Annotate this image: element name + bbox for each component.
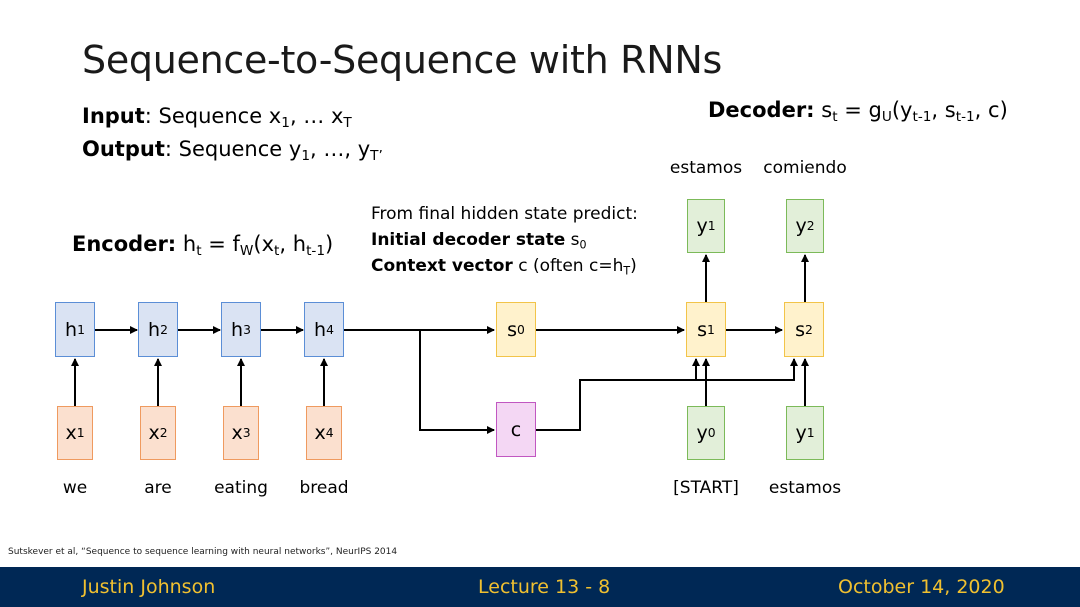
arrow-h4-c	[419, 330, 495, 434]
slide-title: Sequence-to-Sequence with RNNs	[82, 38, 722, 82]
context-vector-c: c	[496, 402, 536, 457]
prediction-note-line3: Context vector c (often c=hT)	[371, 256, 637, 278]
input-word-2: are	[144, 478, 172, 498]
decoder-output-word-2: comiendo	[763, 158, 847, 178]
decoder-output-word-1: estamos	[669, 158, 743, 178]
footer-date: October 14, 2020	[838, 576, 1005, 598]
arrow-c-s1	[536, 358, 700, 431]
input-description: Input: Sequence x1, … xT	[82, 104, 352, 132]
decoder-input-word-2: estamos	[768, 478, 842, 498]
input-word-4: bread	[299, 478, 349, 498]
encoder-formula: Encoder: ht = fW(xt, ht-1)	[72, 232, 334, 260]
footer-bar: Justin Johnson Lecture 13 - 8 October 14…	[0, 567, 1080, 607]
prediction-note: From final hidden state predict: Initial…	[371, 201, 638, 279]
output-description: Output: Sequence y1, …, yT’	[82, 137, 383, 165]
footer-lecture: Lecture 13 - 8	[478, 576, 611, 598]
citation: Sutskever et al, “Sequence to sequence l…	[8, 547, 398, 557]
input-word-1: we	[62, 478, 88, 498]
decoder-input-word-1: [START]	[673, 478, 739, 498]
prediction-note-line1: From final hidden state predict:	[371, 204, 638, 224]
arrow-c-s2	[696, 358, 798, 381]
prediction-note-line2: Initial decoder state s0	[371, 230, 587, 252]
input-word-3: eating	[214, 478, 268, 498]
footer-author: Justin Johnson	[82, 576, 216, 598]
decoder-formula: Decoder: st = gU(yt-1, st-1, c)	[708, 98, 1008, 126]
